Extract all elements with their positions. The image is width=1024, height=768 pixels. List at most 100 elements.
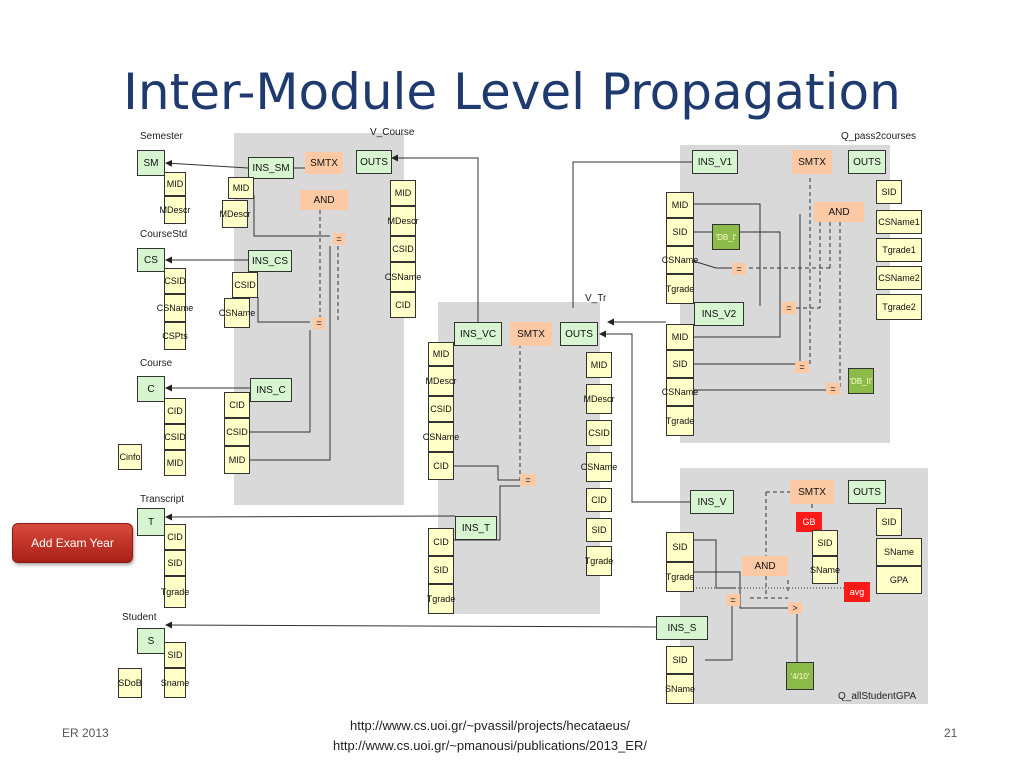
node-outs-v-course[interactable]: OUTS [356, 150, 392, 174]
const-4-10: '4/10' [786, 662, 814, 690]
node-ins-s[interactable]: INS_S [656, 616, 708, 640]
attr-ins-c-csid: CSID [224, 418, 250, 446]
attr-outs-vtr-sid: SID [586, 518, 612, 542]
attr-q1-tgrade1: Tgrade1 [876, 238, 922, 262]
node-outs-v-tr[interactable]: OUTS [560, 322, 598, 346]
node-gb[interactable]: GB [796, 512, 822, 532]
attr-v1-sid: SID [666, 218, 694, 246]
node-smtx-v-tr[interactable]: SMTX [510, 322, 552, 346]
const-db-ii: 'DB_II' [848, 368, 874, 394]
attr-ins-vc-csid: CSID [428, 396, 454, 422]
attr-outs-vc-mid: MID [390, 180, 416, 206]
attr-cs-cspts: CSPts [162, 322, 188, 350]
add-exam-year-button[interactable]: Add Exam Year [12, 523, 133, 563]
node-t[interactable]: T [137, 508, 165, 536]
attr-ins-sm-mdescr: MDescr [220, 200, 251, 228]
node-eq-q1-2: = [782, 302, 796, 314]
node-and-q-pass2courses[interactable]: AND [814, 202, 864, 222]
footer-link-hecataeus[interactable]: http://www.cs.uoi.gr/~pvassil/projects/h… [350, 718, 630, 733]
attr-q2-sname: SName [876, 538, 922, 566]
node-s[interactable]: S [137, 628, 165, 654]
node-eq-q1-1: = [732, 263, 746, 275]
attr-t-sid: SID [164, 550, 186, 576]
wire-v-tr-outs-in [572, 161, 692, 308]
attr-ins-sm-mid: MID [228, 177, 254, 199]
node-ins-v[interactable]: INS_V [690, 490, 734, 514]
wire-ins-t [165, 513, 456, 521]
node-ins-v2[interactable]: INS_V2 [694, 302, 744, 326]
node-eq-q2: = [726, 594, 740, 606]
node-avg[interactable]: avg [844, 582, 870, 602]
attr-outs-vc-cid: CID [390, 292, 416, 318]
attr-sm-mid: MID [164, 172, 186, 196]
node-outs-q-pass2courses[interactable]: OUTS [848, 150, 886, 174]
node-smtx-v-course[interactable]: SMTX [305, 152, 343, 174]
attr-ins-s-sname: SName [665, 674, 695, 704]
node-gt-q2: > [788, 602, 802, 614]
label-v-tr: V_Tr [585, 293, 607, 304]
attr-c-mid: MID [164, 450, 186, 476]
node-ins-c[interactable]: INS_C [250, 378, 292, 402]
attr-c-cid: CID [164, 398, 186, 424]
node-sm[interactable]: SM [137, 150, 165, 176]
attr-gb-sid: SID [812, 530, 838, 556]
node-ins-t[interactable]: INS_T [455, 516, 497, 540]
attr-outs-vtr-cid: CID [586, 488, 612, 512]
attr-ins-s-sid: SID [666, 646, 694, 674]
node-eq-q1-3: = [795, 361, 809, 373]
node-cs[interactable]: CS [137, 248, 165, 272]
wire-ins-s [165, 621, 657, 629]
node-ins-sm[interactable]: INS_SM [248, 157, 294, 179]
node-eq-q1-4: = [826, 383, 840, 395]
attr-cs-csname: CSName [157, 294, 193, 322]
attr-s-sname: Sname [161, 668, 189, 698]
attr-outs-vc-mdescr: MDescr [388, 206, 419, 236]
node-outs-q-allstudentgpa[interactable]: OUTS [848, 480, 886, 504]
attr-insv-sid: SID [666, 532, 694, 562]
footer-left: ER 2013 [62, 726, 109, 740]
attr-ins-t-tgrade: Tgrade [427, 584, 455, 614]
attr-q2-gpa: GPA [876, 566, 922, 594]
attr-outs-vtr-csid: CSID [586, 420, 612, 446]
label-course: Course [140, 358, 173, 369]
attr-q1-sid: SID [876, 180, 902, 204]
node-ins-v1[interactable]: INS_V1 [692, 150, 738, 174]
node-ins-vc[interactable]: INS_VC [454, 322, 502, 346]
attr-ins-cs-csname: CSName [219, 298, 255, 328]
node-c[interactable]: C [137, 376, 165, 402]
node-and-v-course[interactable]: AND [300, 190, 348, 210]
attr-v2-csname: CSName [662, 378, 698, 406]
v-tr-panel [438, 302, 600, 614]
node-smtx-q-pass2courses[interactable]: SMTX [792, 150, 832, 174]
const-db-i: 'DB_I' [712, 224, 740, 250]
node-smtx-q-allstudentgpa[interactable]: SMTX [790, 480, 834, 504]
page-number: 21 [944, 726, 958, 740]
attr-v1-tgrade: Tgrade [666, 274, 694, 304]
attr-outs-vtr-mid: MID [586, 352, 612, 378]
node-ins-cs[interactable]: INS_CS [248, 250, 292, 272]
attr-ins-c-cid: CID [224, 392, 250, 418]
attr-outs-vtr-tgrade: Tgrade [585, 546, 613, 576]
attr-ins-vc-cid: CID [428, 452, 454, 480]
label-student: Student [122, 612, 157, 623]
attr-ins-vc-mid: MID [428, 342, 454, 366]
attr-ins-c-mid: MID [224, 446, 250, 474]
wire-ins-vc-outs [391, 154, 479, 322]
attr-q1-csname2: CSName2 [876, 266, 922, 290]
attr-c-csid: CSID [164, 424, 186, 450]
attr-q1-tgrade2: Tgrade2 [876, 294, 922, 320]
footer-links: http://www.cs.uoi.gr/~pvassil/projects/h… [250, 716, 730, 756]
attr-outs-vc-csid: CSID [390, 236, 416, 262]
attr-c-cinfo: Cinfo [118, 444, 142, 470]
attr-ins-t-cid: CID [428, 528, 454, 556]
footer-link-publication[interactable]: http://www.cs.uoi.gr/~pmanousi/publicati… [333, 738, 647, 753]
label-q-allstudentgpa: Q_allStudentGPA [838, 691, 917, 702]
attr-v2-tgrade: Tgrade [666, 406, 694, 436]
attr-outs-vtr-csname: CSName [581, 452, 617, 482]
slide-title: Inter-Module Level Propagation [123, 63, 901, 121]
label-v-course: V_Course [370, 127, 415, 138]
attr-outs-vc-csname: CSName [385, 262, 421, 292]
attr-ins-t-sid: SID [428, 556, 454, 584]
node-and-q-allstudentgpa[interactable]: AND [742, 556, 788, 576]
